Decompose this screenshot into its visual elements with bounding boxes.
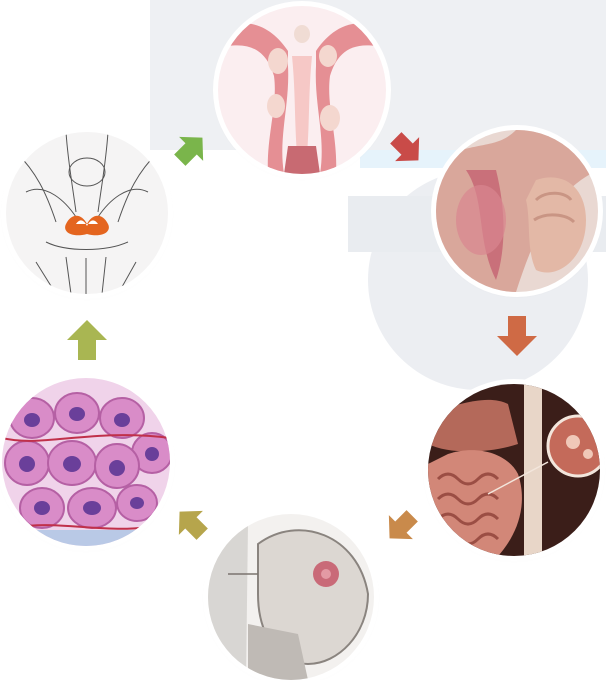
cell-cluster-icon — [2, 378, 170, 546]
arrow-intestines-to-lesion — [378, 500, 428, 550]
arrow-uterus-to-rash — [380, 122, 430, 172]
arrow-down-left-icon — [378, 500, 428, 550]
arrow-up-left-icon — [168, 500, 218, 550]
arrow-lesion-to-cells — [168, 500, 218, 550]
arrow-cells-to-pelvic — [62, 316, 112, 366]
skin-lesion-icon — [208, 514, 374, 680]
arrow-up-icon — [62, 316, 112, 366]
pelvic-organ-node — [6, 132, 168, 294]
arrow-up-right-icon — [164, 126, 214, 176]
arrow-down-icon — [492, 310, 542, 360]
skin-rash-icon — [436, 130, 598, 292]
skin-rash-node — [436, 130, 598, 292]
intestines-icon — [428, 384, 600, 556]
intestines-node — [428, 384, 600, 556]
cell-cluster-node — [2, 378, 170, 546]
skin-lesion-node — [208, 514, 374, 680]
uterus-fibroids-icon — [218, 6, 386, 174]
arrow-pelvic-to-uterus — [164, 126, 214, 176]
pelvic-organ-icon — [6, 132, 168, 294]
uterus-fibroids-node — [218, 6, 386, 174]
arrow-rash-to-intestines — [492, 310, 542, 360]
arrow-down-right-icon — [380, 122, 430, 172]
